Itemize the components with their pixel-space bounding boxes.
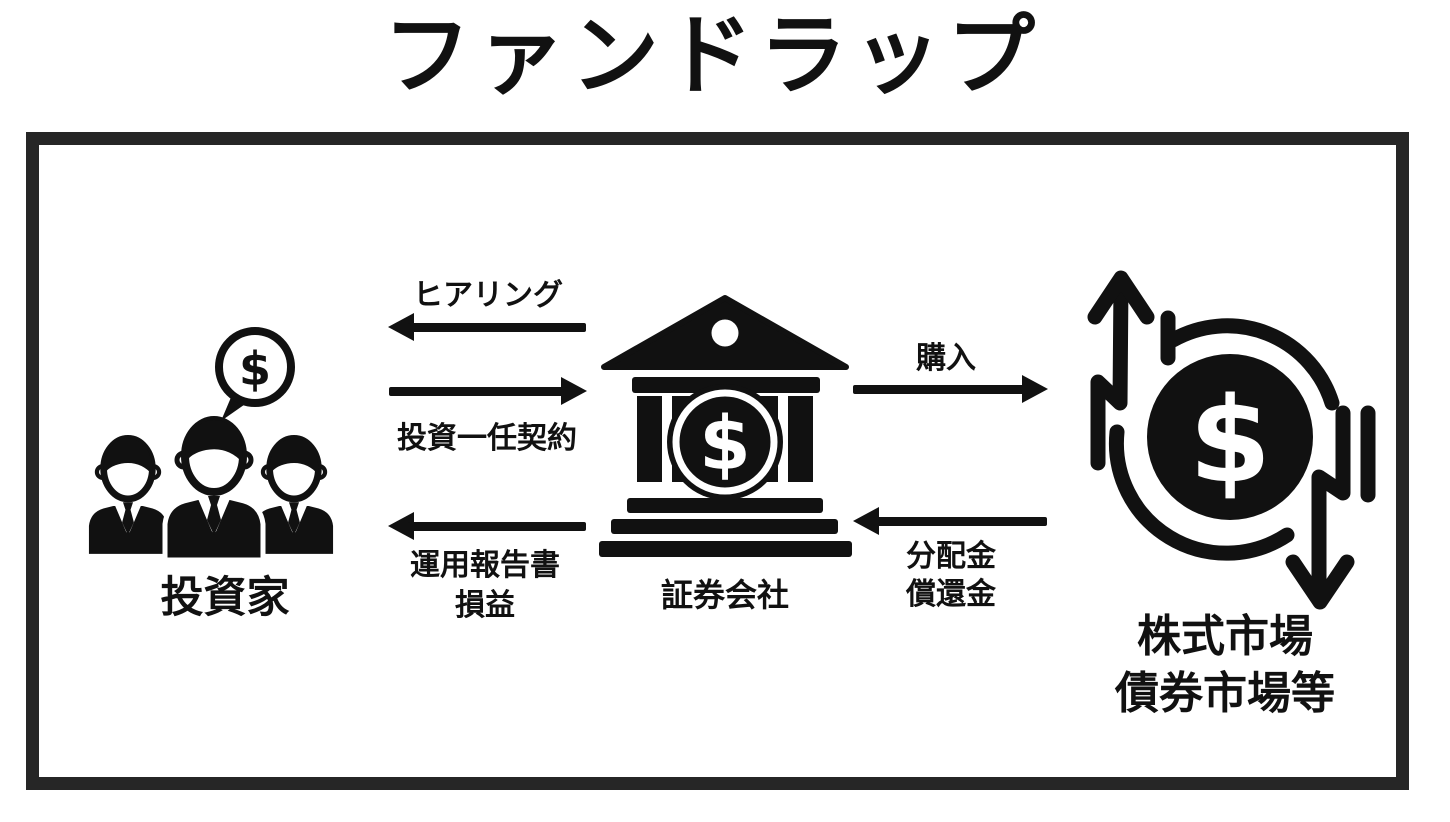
contract-arrow [388,377,587,405]
cycle-bottom-arc [1108,424,1295,561]
money-cycle-icon: $ [1087,270,1376,610]
distribution-label-line2: 償還金 [906,577,996,612]
svg-text:$: $ [1189,371,1271,509]
bank-column [788,396,813,482]
trend-up-arrow [1087,270,1155,471]
bank-step [611,519,838,534]
report-label: 運用報告書 損益 [385,546,585,626]
market-label-line2: 債券市場等 [1115,668,1335,719]
purchase-arrow [852,375,1048,403]
securities-company-label: 証券会社 [660,576,789,614]
investor-left [87,438,169,556]
distribution-label-line1: 分配金 [906,539,996,574]
market-dollar-coin: $ [1147,354,1313,520]
bank-column [637,396,662,482]
investors-group-icon: $ [80,327,350,565]
hearing-label: ヒアリング [413,278,563,313]
distribution-arrow [853,507,1048,535]
investors-label: 投資家 [160,573,290,623]
market-label: 株式市場 債券市場等 [1075,608,1375,722]
bank-step [599,541,852,557]
diagram-frame [26,132,1409,790]
purchase-label: 購入 [916,341,976,376]
trend-down-arrow [1285,405,1355,610]
market-label-line1: 株式市場 [1137,611,1313,662]
report-label-line1: 運用報告書 [410,548,560,583]
bank-roof-window [711,319,739,347]
contract-label: 投資一任契約 [397,421,577,456]
svg-text:$: $ [239,342,271,396]
bank-icon: $ [599,295,852,557]
report-label-line2: 損益 [455,588,515,623]
page-title: ファンドラップ [382,4,1041,107]
dollar-speech-bubble-icon: $ [215,327,295,421]
investor-center [165,420,263,560]
svg-text:$: $ [699,401,751,487]
bank-step [627,498,823,513]
distribution-label: 分配金 償還金 [851,538,1051,614]
report-arrow [388,512,587,540]
hearing-arrow [388,313,587,341]
cycle-top-arc [1165,318,1340,411]
bank-dollar-coin: $ [667,384,783,500]
